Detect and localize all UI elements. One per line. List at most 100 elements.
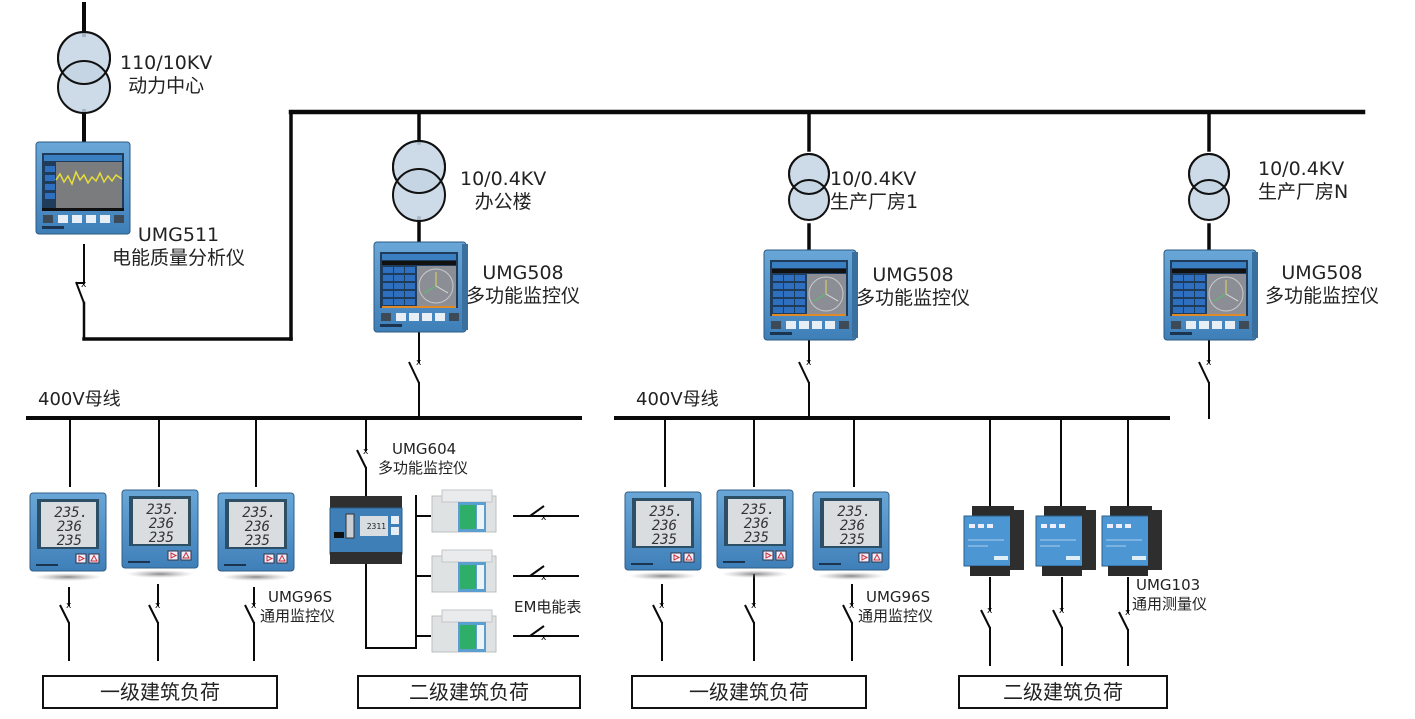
umg508-meter-factory-n: [1163, 249, 1259, 341]
substation-name: 生产厂房1: [830, 191, 919, 213]
svg-text:x: x: [1206, 358, 1212, 368]
meter-model: UMG508: [1281, 262, 1363, 284]
load-box-primary-right: 一级建筑负荷: [631, 675, 867, 709]
power-center-label: 110/10KV 动力中心: [120, 52, 212, 98]
svg-text:x: x: [541, 513, 547, 523]
umg508-factory-1-label: UMG508 多功能监控仪: [856, 264, 970, 310]
umg96s-label-left: UMG96S 通用监控仪: [260, 588, 335, 626]
umg103-label: UMG103 通用测量仪: [1132, 576, 1207, 614]
umg103-model: UMG103: [1136, 576, 1201, 594]
meter-desc: 多功能监控仪: [466, 285, 581, 307]
transformer-factory-1: [788, 153, 830, 221]
busbar-label-left: 400V母线: [38, 389, 121, 410]
umg96s-model: UMG96S: [268, 588, 333, 606]
breaker-switch: x: [514, 625, 547, 643]
breaker-switch: x: [1052, 606, 1065, 629]
svg-text:x: x: [659, 601, 665, 611]
svg-text:x: x: [849, 601, 855, 611]
power-center-name: 动力中心: [128, 75, 205, 97]
breaker-switch: x: [842, 601, 855, 624]
svg-text:x: x: [987, 606, 993, 616]
meter-desc: 多功能监控仪: [856, 287, 971, 309]
breaker-switch: x: [148, 601, 161, 624]
substation-voltage: 10/0.4KV: [460, 168, 547, 190]
umg604-label: UMG604 多功能监控仪: [378, 440, 468, 478]
meter-model: UMG508: [482, 262, 564, 284]
umg96s-meter: [121, 489, 199, 579]
umg96s-label-right: UMG96S 通用监控仪: [858, 588, 933, 626]
svg-text:x: x: [1125, 608, 1131, 618]
breaker-switch: x: [744, 601, 757, 624]
breaker-switch: x: [356, 447, 369, 469]
breaker-switch: x: [980, 606, 993, 629]
breaker-switch: x: [798, 358, 812, 384]
substation-factory-1-label: 10/0.4KV 生产厂房1: [830, 168, 918, 214]
substation-factory-n-label: 10/0.4KV 生产厂房N: [1258, 158, 1348, 204]
svg-text:2311: 2311: [367, 522, 386, 531]
breaker-switch: x: [514, 565, 547, 583]
umg96s-desc: 通用监控仪: [260, 607, 336, 625]
load-box-primary-left: 一级建筑负荷: [42, 675, 278, 709]
em-energy-meter: [431, 549, 497, 593]
umg604-desc: 多功能监控仪: [378, 459, 469, 477]
load-box-secondary-right: 二级建筑负荷: [958, 675, 1168, 709]
svg-text:x: x: [751, 601, 757, 611]
umg511-label: UMG511 电能质量分析仪: [112, 224, 245, 270]
substation-voltage: 10/0.4KV: [1258, 158, 1345, 180]
svg-text:x: x: [541, 573, 547, 583]
svg-text:x: x: [416, 358, 422, 368]
umg508-meter-office: [373, 241, 469, 333]
umg96s-meter: [29, 492, 107, 582]
substation-office-label: 10/0.4KV 办公楼: [460, 168, 546, 214]
transformer-power-center: [57, 31, 111, 114]
meter-model: UMG508: [872, 264, 954, 286]
umg103-meter: [963, 505, 1025, 577]
load-box-secondary-left: 二级建筑负荷: [357, 675, 581, 709]
umg511-model: UMG511: [137, 224, 220, 246]
umg103-desc: 通用测量仪: [1132, 595, 1208, 613]
breaker-switch: x: [1198, 358, 1212, 384]
umg508-office-label: UMG508 多功能监控仪: [466, 262, 580, 308]
svg-text:x: x: [541, 633, 547, 643]
svg-text:x: x: [363, 447, 369, 457]
em-energy-meter: [431, 609, 497, 653]
substation-name: 办公楼: [474, 191, 532, 213]
umg96s-meter: [716, 489, 794, 579]
svg-text:x: x: [806, 358, 812, 368]
breaker-switch: x: [59, 601, 72, 624]
umg508-factory-n-label: UMG508 多功能监控仪: [1265, 262, 1379, 308]
transformer-office: [392, 140, 446, 222]
umg511-analyzer: [35, 141, 131, 235]
substation-name: 生产厂房N: [1258, 181, 1349, 203]
substation-voltage: 10/0.4KV: [830, 168, 917, 190]
umg103-meter: [1035, 505, 1097, 577]
wiring: [26, 2, 1366, 666]
breaker-switch: x: [652, 601, 665, 624]
svg-text:x: x: [1059, 606, 1065, 616]
umg604-model: UMG604: [392, 440, 457, 458]
svg-text:x: x: [66, 601, 72, 611]
umg96s-meter: [812, 491, 890, 581]
umg508-meter-factory-1: [763, 249, 859, 341]
busbar-label-right: 400V母线: [636, 389, 719, 410]
umg103-meter: [1101, 505, 1163, 577]
umg96s-meter: [217, 492, 295, 582]
em-energy-meter: [431, 489, 497, 533]
breaker-switch: x: [244, 601, 257, 624]
umg604-meter: 2311: [329, 496, 403, 564]
svg-text:x: x: [251, 601, 257, 611]
umg96s-desc: 通用监控仪: [858, 607, 934, 625]
breaker-switch: x: [514, 505, 547, 523]
breaker-switch: x: [1118, 608, 1131, 631]
breaker-switch: x: [408, 358, 422, 384]
breaker-switch: x: [75, 280, 87, 304]
umg96s-model: UMG96S: [866, 588, 931, 606]
em-meter-label: EM电能表: [514, 598, 582, 616]
breaker-switches: x x x x x x x x x x x x x x x x x: [59, 280, 1212, 643]
meter-desc: 多功能监控仪: [1265, 285, 1380, 307]
umg96s-meter: [624, 491, 702, 581]
svg-text:x: x: [81, 280, 87, 290]
power-center-voltage: 110/10KV: [120, 52, 213, 74]
svg-text:x: x: [155, 601, 161, 611]
